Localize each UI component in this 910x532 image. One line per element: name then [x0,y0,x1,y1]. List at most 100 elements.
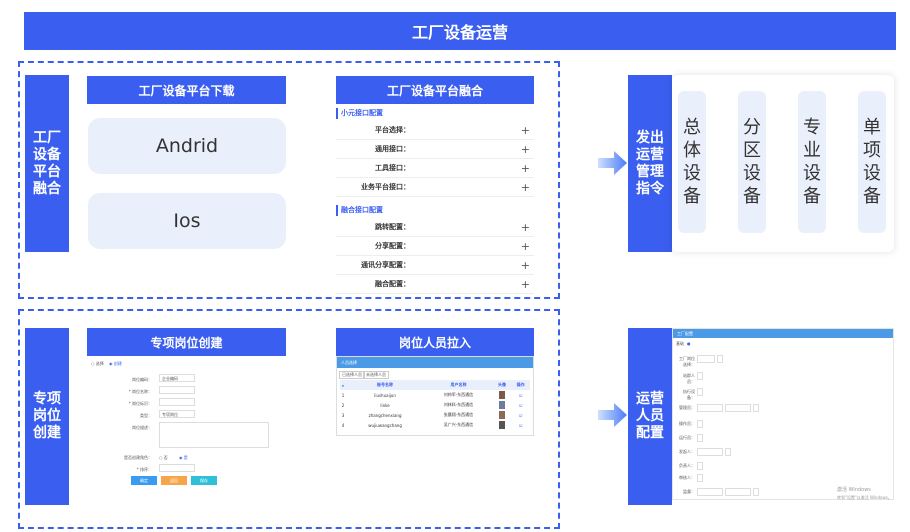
type-select[interactable]: 专项岗位 [159,410,195,418]
config-row-label: 平台选择： [375,126,410,134]
ops-add-button[interactable] [753,404,759,412]
table-row[interactable]: 3 zhangchenxiang 张晨翔-东西通信 ☑ [340,410,530,420]
config-row[interactable]: 通讯分享配置： + [336,256,534,275]
post-id-input[interactable] [159,398,195,406]
table-row[interactable]: 2 linke 刘林科-东西通信 ☑ [340,400,530,410]
radio-yes[interactable]: ◉ 是 [179,455,188,460]
plus-icon[interactable]: + [520,277,530,291]
ops-row-label: 审核人： [679,475,695,480]
ops-tag[interactable] [697,448,723,456]
row-index: 2 [341,402,345,408]
post-code-value: 企业编码 [162,376,178,381]
members-table: ⌕ 账号名称 用户名称 头像 操作 1 liushuaijun 刘帅军-东西通信… [340,380,530,430]
ios-download-button[interactable]: Ios [88,193,286,249]
group-title-1: 小元接口配置 [336,108,534,119]
device-total-label: 总体设备 [683,117,701,207]
avatar [493,420,512,430]
ops-tag[interactable] [725,404,751,412]
plus-icon[interactable]: + [520,180,530,194]
ops-tab[interactable]: ● [687,341,691,346]
row-index: 1 [341,392,345,398]
ops-add-button[interactable] [697,474,703,482]
config-row[interactable]: 通用接口：+ [336,140,534,159]
tab-select[interactable]: ○ 选择 [91,361,104,366]
android-download-button[interactable]: Andrid [88,118,286,174]
plus-icon[interactable]: + [520,220,530,234]
device-zone[interactable]: 分区设备 [738,91,766,233]
account-name: linke [380,402,390,408]
section-label-platform-fusion: 工厂设备平台融合 [25,75,69,252]
config-row-label: 通讯分享配置： [361,261,410,269]
avatar [493,400,512,410]
post-code-input[interactable]: 企业编码 [159,374,195,382]
ops-tag[interactable] [697,404,723,412]
table-row[interactable]: 1 liushuaijun 刘帅军-东西通信 ☑ [340,390,530,400]
post-desc-textarea[interactable] [159,422,269,448]
plus-icon[interactable]: + [520,239,530,253]
config-row[interactable]: 平台选择： + [336,121,534,140]
field-label: 岗位描述： [132,425,152,430]
device-total[interactable]: 总体设备 [678,91,706,233]
ops-add-button[interactable] [697,388,703,396]
sort-input[interactable] [159,464,195,472]
user-name: 刘帅军-东西通信 [443,392,474,397]
ops-tag[interactable] [697,488,723,496]
pull-panel: 人员选择 已选择人员 未选择人员 ⌕ 账号名称 用户名称 头像 操作 1 liu… [336,356,534,436]
config-row-label: 跳转配置： [375,223,410,231]
plus-icon[interactable]: + [520,142,530,156]
ops-select[interactable] [697,355,715,363]
tab-unselected[interactable]: 未选择人员 [363,371,389,379]
ops-add-button[interactable] [753,488,759,496]
config-row-label: 分享配置： [375,242,410,250]
column-header: 操作 [516,382,525,387]
ops-row-label: 操作员： [679,421,695,426]
config-row[interactable]: 分享配置： + [336,237,534,256]
table-row[interactable]: 4 wujiuwangchang 吴广兴-东西通信 ☑ [340,420,530,430]
ops-add-button[interactable] [697,434,703,442]
confirm-button[interactable]: 确定 [131,476,157,485]
config-row[interactable]: 融合配置：+ [336,275,534,294]
checkbox[interactable]: ☑ [518,412,523,418]
config-row-label: 工具接口： [375,164,410,172]
post-name-input[interactable] [159,386,195,394]
device-single-label: 单项设备 [863,117,881,207]
checkbox[interactable]: ☑ [518,402,523,408]
checkbox[interactable]: ☑ [518,392,523,398]
arrow-right-icon [598,403,627,427]
plus-icon[interactable]: + [520,123,530,137]
device-single[interactable]: 单项设备 [858,91,886,233]
tab-create[interactable]: ◉ 创建 [109,361,122,366]
group-title-2: 融合接口配置 [336,205,534,216]
field-label: * 排序： [136,467,152,472]
ops-row-label: 工厂岗位选择： [679,356,695,367]
create-form: ○ 选择 ◉ 创建 岗位编码： 企业编码 * 岗位名称： * 岗位标识： 类型：… [87,356,286,488]
config-row[interactable]: 工具接口： + [336,159,534,178]
search-icon[interactable]: ⌕ [341,382,345,388]
ops-add-button[interactable] [697,420,703,428]
plus-icon[interactable]: + [520,161,530,175]
section-label-post-create: 专项岗位创建 [25,328,69,505]
device-zone-label: 分区设备 [743,117,761,207]
back-button[interactable]: 返回 [161,476,187,485]
radio-no[interactable]: ○ 否 [159,455,168,460]
config-row[interactable]: 业务平台接口：+ [336,178,534,197]
ops-row-label: 负责人： [679,463,695,468]
section-post-create [18,309,560,529]
account-name: zhangchenxiang [368,412,402,418]
config-row[interactable]: 跳转配置： + [336,218,534,237]
ops-tag[interactable] [725,488,751,496]
device-special[interactable]: 专业设备 [798,91,826,233]
ops-add-button[interactable] [717,355,723,363]
plus-icon[interactable]: + [520,258,530,272]
save-button[interactable]: 保存 [191,476,217,485]
ops-add-button[interactable] [697,462,703,470]
column-header: 头像 [498,382,507,387]
field-label: * 岗位标识： [128,401,152,406]
ops-row-label: 站群人员： [683,373,695,384]
ops-add-button[interactable] [697,372,703,380]
ops-add-button[interactable] [725,448,731,456]
radio-yes-label: 是 [183,455,188,460]
tab-selected[interactable]: 已选择人员 [339,371,365,379]
pull-title: 岗位人员拉入 [336,328,534,356]
checkbox[interactable]: ☑ [518,422,523,428]
